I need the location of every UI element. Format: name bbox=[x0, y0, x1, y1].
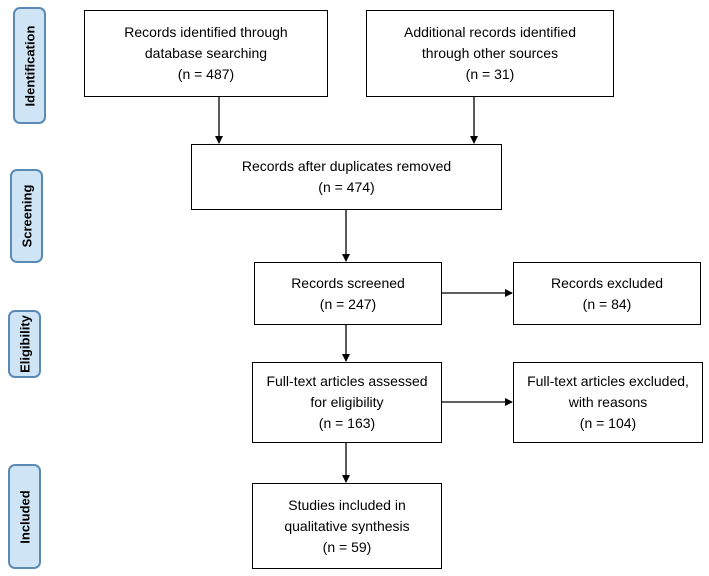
box-fulltext-assessed-line1: Full-text articles assessed bbox=[266, 373, 428, 389]
box-fulltext-assessed: Full-text articles assessed for eligibil… bbox=[252, 362, 442, 443]
box-records-screened: Records screened (n = 247) bbox=[254, 262, 442, 325]
box-duplicates-removed-line1: Records after duplicates removed bbox=[241, 158, 452, 174]
box-duplicates-removed-count: (n = 474) bbox=[318, 179, 375, 195]
box-other-sources-line2: through other sources bbox=[421, 45, 559, 61]
box-included-studies: Studies included in qualitative synthesi… bbox=[252, 483, 442, 569]
phase-screening: Screening bbox=[10, 169, 43, 263]
box-records-screened-line1: Records screened bbox=[291, 274, 405, 291]
box-records-excluded-count: (n = 84) bbox=[582, 295, 632, 312]
phase-eligibility: Eligibility bbox=[8, 310, 41, 378]
box-database-search: Records identified through database sear… bbox=[84, 10, 328, 97]
box-database-search-line2: database searching bbox=[144, 45, 268, 61]
box-included-studies-line2: qualitative synthesis bbox=[284, 517, 410, 534]
box-duplicates-removed: Records after duplicates removed (n = 47… bbox=[191, 144, 502, 210]
box-fulltext-excluded: Full-text articles excluded, with reason… bbox=[513, 362, 703, 443]
box-records-excluded-line1: Records excluded bbox=[550, 274, 664, 291]
box-other-sources: Additional records identified through ot… bbox=[366, 10, 614, 97]
phase-identification: Identification bbox=[13, 7, 46, 124]
box-other-sources-line1: Additional records identified bbox=[404, 24, 576, 40]
box-fulltext-assessed-line2: for eligibility bbox=[310, 394, 384, 410]
box-records-excluded: Records excluded (n = 84) bbox=[513, 262, 701, 325]
box-records-screened-count: (n = 247) bbox=[319, 295, 377, 312]
box-fulltext-assessed-count: (n = 163) bbox=[318, 415, 376, 431]
box-included-studies-line1: Studies included in bbox=[288, 496, 406, 513]
box-fulltext-excluded-line2: with reasons bbox=[568, 394, 648, 410]
box-database-search-line1: Records identified through bbox=[124, 24, 288, 40]
box-other-sources-count: (n = 31) bbox=[465, 66, 515, 82]
box-database-search-count: (n = 487) bbox=[177, 66, 235, 82]
box-fulltext-excluded-line1: Full-text articles excluded, bbox=[527, 373, 689, 389]
phase-included: Included bbox=[8, 464, 41, 569]
box-fulltext-excluded-count: (n = 104) bbox=[579, 415, 637, 431]
box-included-studies-count: (n = 59) bbox=[322, 538, 372, 555]
